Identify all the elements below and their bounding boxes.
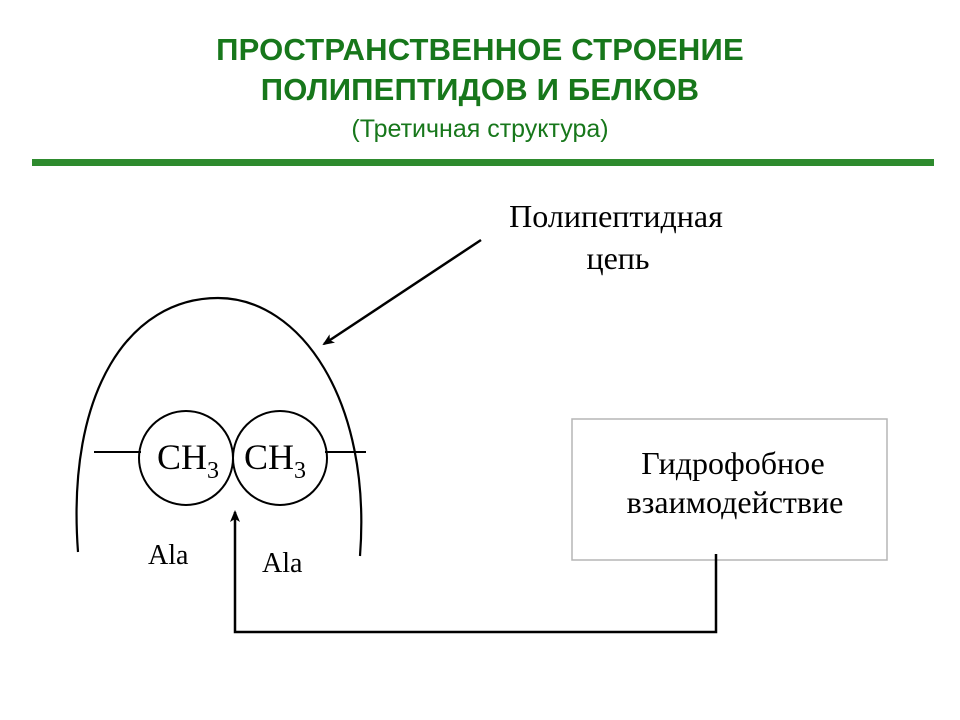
left-methyl-label: CH3	[157, 437, 219, 484]
right-methyl-label: CH3	[244, 437, 306, 484]
chain-label-line-1: Полипептидная	[509, 198, 723, 234]
interaction-label-line-2: взаимодействие	[627, 484, 844, 520]
title-line-1: ПРОСТРАНСТВЕННОЕ СТРОЕНИЕ	[216, 32, 744, 67]
slide-header: ПРОСТРАНСТВЕННОЕ СТРОЕНИЕ ПОЛИПЕПТИДОВ И…	[0, 30, 960, 144]
subtitle: (Третичная структура)	[351, 115, 609, 143]
chain-label-line-2: цепь	[586, 240, 649, 276]
right-methyl-circle	[232, 410, 328, 506]
interaction-connector-arrow	[230, 510, 718, 634]
polypeptide-chain-loop	[75, 296, 363, 557]
interaction-box	[571, 418, 888, 561]
chain-pointer-arrow	[322, 238, 482, 346]
right-ala-label: Ala	[262, 548, 303, 579]
interaction-label-line-1: Гидрофобное	[641, 445, 824, 481]
left-ala-label: Ala	[148, 540, 189, 571]
header-divider	[32, 159, 934, 166]
title-line-2: ПОЛИПЕПТИДОВ И БЕЛКОВ	[260, 72, 700, 107]
